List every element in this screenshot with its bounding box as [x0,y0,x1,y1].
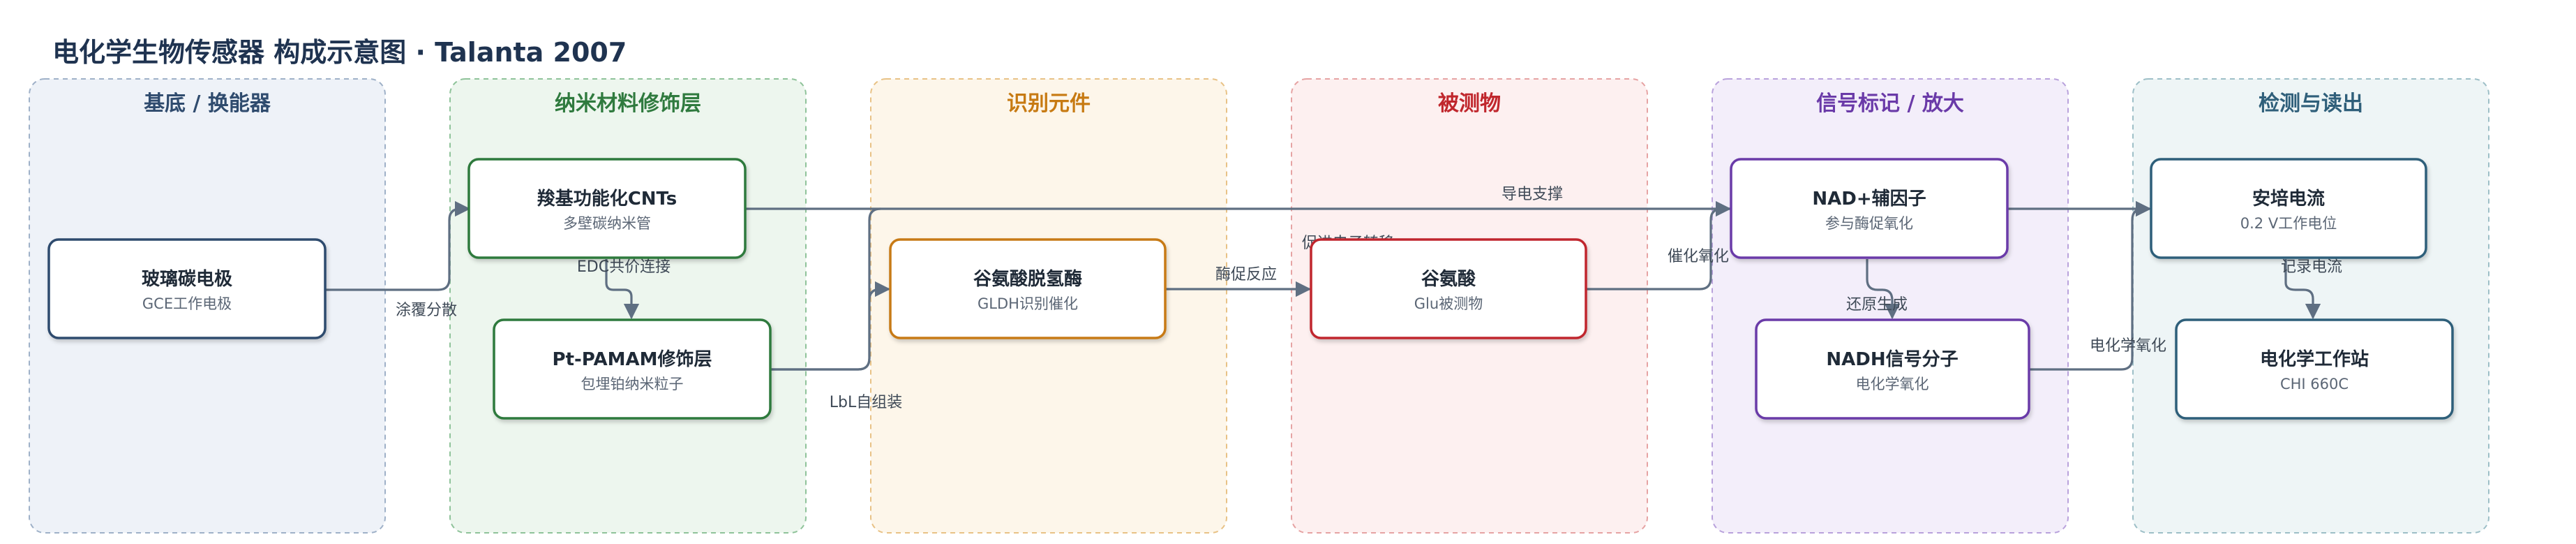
node-cnt[interactable]: 羧基功能化CNTs 多壁碳纳米管 [467,158,747,259]
lane-nano-box [449,78,807,534]
node-amp[interactable]: 安培电流 0.2 V工作电位 [2150,158,2427,259]
node-nad-title: NAD+辅因子 [1812,189,1926,209]
node-glu-box [1310,238,1587,339]
edge-label-glu-nad: 催化氧化 [1668,248,1729,265]
node-nadh-box [1755,318,2030,420]
node-nad[interactable]: NAD+辅因子 参与酶促氧化 [1730,158,2009,259]
edge-label-gce-cnt: 涂覆分散 [396,302,457,319]
lane-signal-title: 信号标记 / 放大 [1816,91,1964,116]
node-gce-sub: GCE工作电极 [142,295,232,312]
lane-recognition-title: 识别元件 [1007,91,1091,116]
node-station-sub: CHI 660C [2280,376,2349,392]
node-nadh[interactable]: NADH信号分子 电化学氧化 [1755,318,2030,420]
node-nadh-title: NADH信号分子 [1826,349,1958,370]
node-nadh-sub: 电化学氧化 [1856,376,1929,392]
node-gce[interactable]: 玻璃碳电极 GCE工作电极 [47,238,327,339]
node-gce-title: 玻璃碳电极 [142,268,233,290]
node-nad-sub: 参与酶促氧化 [1825,215,1913,232]
edge-label-cnt-amp: 导电支撑 [1502,186,1563,203]
node-glu[interactable]: 谷氨酸 Glu被测物 [1310,238,1587,339]
node-nad-box [1730,158,2009,259]
edge-amp-station [2284,259,2321,320]
node-gce-box [47,238,327,339]
edge-cnt-pamam [605,259,640,320]
node-cnt-box [467,158,747,259]
lane-nano-title: 纳米材料修饰层 [555,91,701,116]
node-glu-title: 谷氨酸 [1421,268,1476,290]
diagram-title: 电化学生物传感器 构成示意图 · Talanta 2007 [52,37,627,68]
edge-labels: 涂覆分散 EDC共价连接 LbL自组装 酶促反应 导电支撑 促进电子转移 催化氧… [396,186,2342,411]
node-cnt-sub: 多壁碳纳米管 [563,215,651,232]
lane-analyte-title: 被测物 [1438,91,1501,116]
node-gldh[interactable]: 谷氨酸脱氢酶 GLDH识别催化 [889,238,1167,339]
edge-glu-nad [1586,200,1732,291]
node-station-title: 电化学工作站 [2260,348,2369,370]
edge-label-pamam-gldh: LbL自组装 [830,394,902,411]
node-glu-sub: Glu被测物 [1414,295,1483,312]
edge-label-amp-station: 记录电流 [2281,258,2342,276]
node-pamam-title: Pt-PAMAM修饰层 [553,348,712,370]
node-amp-title: 安培电流 [2252,189,2325,209]
node-gldh-box [889,238,1167,339]
edge-label-nad-nadh: 还原生成 [1846,296,1908,314]
lane-nano: 纳米材料修饰层 [449,78,807,534]
node-gldh-sub: GLDH识别催化 [978,295,1078,312]
lane-readout-title: 检测与读出 [2259,91,2363,116]
node-station-box [2175,318,2454,420]
lane-readout: 检测与读出 [2132,78,2489,534]
lane-substrate-title: 基底 / 换能器 [144,91,271,116]
edge-nadh-amp [2029,200,2152,371]
node-cnt-title: 羧基功能化CNTs [537,188,677,209]
node-pamam-box [493,318,772,420]
node-amp-sub: 0.2 V工作电位 [2240,215,2337,232]
edge-nad-nadh [1866,259,1901,320]
edge-label-cnt-pamam: EDC共价连接 [577,258,671,276]
edge-label-nadh-amp: 电化学氧化 [2090,337,2166,355]
lane-readout-box [2132,78,2489,534]
node-pamam[interactable]: Pt-PAMAM修饰层 包埋铂纳米粒子 [493,318,772,420]
node-pamam-sub: 包埋铂纳米粒子 [581,376,684,392]
node-station[interactable]: 电化学工作站 CHI 660C [2175,318,2454,420]
node-amp-box [2150,158,2427,259]
edge-label-gldh-glu: 酶促反应 [1215,266,1277,284]
edge-pamam-nad [770,207,881,371]
edge-gce-cnt [325,200,471,291]
node-gldh-title: 谷氨酸脱氢酶 [973,268,1082,290]
